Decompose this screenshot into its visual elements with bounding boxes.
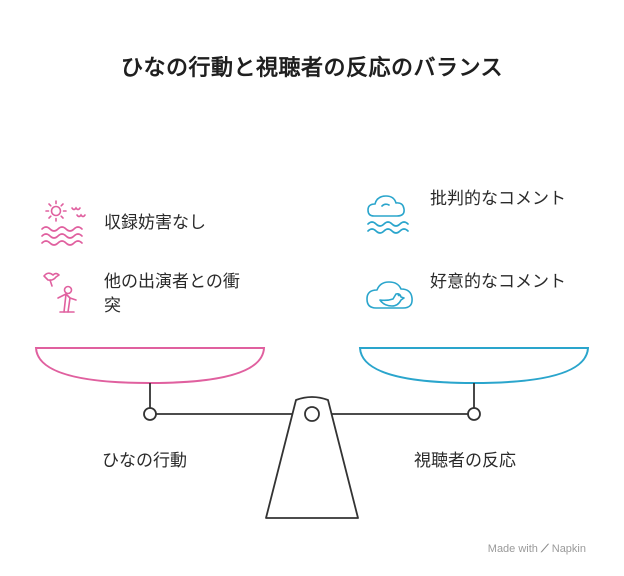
watermark: Made with ⟋ Napkin <box>488 543 586 556</box>
watermark-prefix: Made with <box>487 543 538 555</box>
center-pivot <box>304 406 320 422</box>
right-side-label: 視聴者の反応 <box>414 451 516 471</box>
bird-cloud-icon <box>366 281 413 309</box>
left-item-label: 他の出演者との衝突 <box>104 272 240 316</box>
left-item-label: 収録妨害なし <box>104 213 206 233</box>
person-bird-icon <box>43 272 77 313</box>
napkin-logo-icon: ⟋ <box>540 543 549 555</box>
right-item-label: 好意的なコメント <box>430 272 566 292</box>
watermark-brand: Napkin <box>551 543 586 555</box>
right-item-label: 批判的なコメント <box>430 189 566 209</box>
cloud-waves-icon <box>367 195 409 234</box>
left-pan <box>34 347 266 385</box>
right-pan <box>358 347 590 385</box>
fulcrum-stand <box>265 396 359 519</box>
sun-waves-icon <box>41 200 86 246</box>
left-side-label: ひなの行動 <box>102 451 187 471</box>
diagram-title: ひなの行動と視聴者の反応のバランス <box>120 56 504 81</box>
right-pivot <box>467 407 481 421</box>
left-pivot <box>143 407 157 421</box>
